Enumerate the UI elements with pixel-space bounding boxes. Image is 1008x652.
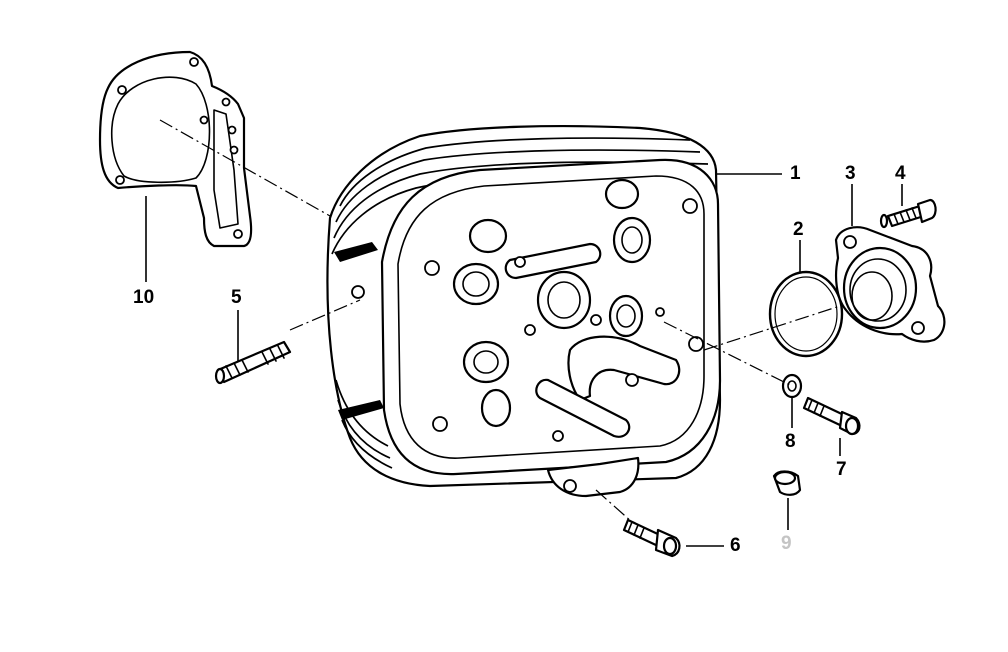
washer xyxy=(781,373,803,399)
callout-1: 1 xyxy=(790,163,801,184)
stud xyxy=(214,340,292,385)
callout-7: 7 xyxy=(836,459,847,480)
flange-bolt xyxy=(879,198,937,229)
leader-lines xyxy=(145,173,903,547)
o-ring xyxy=(768,270,844,358)
plug xyxy=(772,470,802,496)
socket-screw xyxy=(802,396,861,436)
callout-4: 4 xyxy=(895,163,906,184)
flange xyxy=(834,226,946,343)
callout-2: 2 xyxy=(793,219,804,240)
callout-8: 8 xyxy=(785,431,796,452)
callout-6: 6 xyxy=(730,535,741,556)
callout-3: 3 xyxy=(845,163,856,184)
callout-10: 10 xyxy=(133,287,155,308)
callout-5: 5 xyxy=(231,287,242,308)
callout-9: 9 xyxy=(781,533,792,554)
cylinder-head xyxy=(326,124,722,498)
flange-bolt-lower xyxy=(622,518,681,558)
assembly-axes xyxy=(159,119,841,523)
head-gasket xyxy=(98,50,253,248)
